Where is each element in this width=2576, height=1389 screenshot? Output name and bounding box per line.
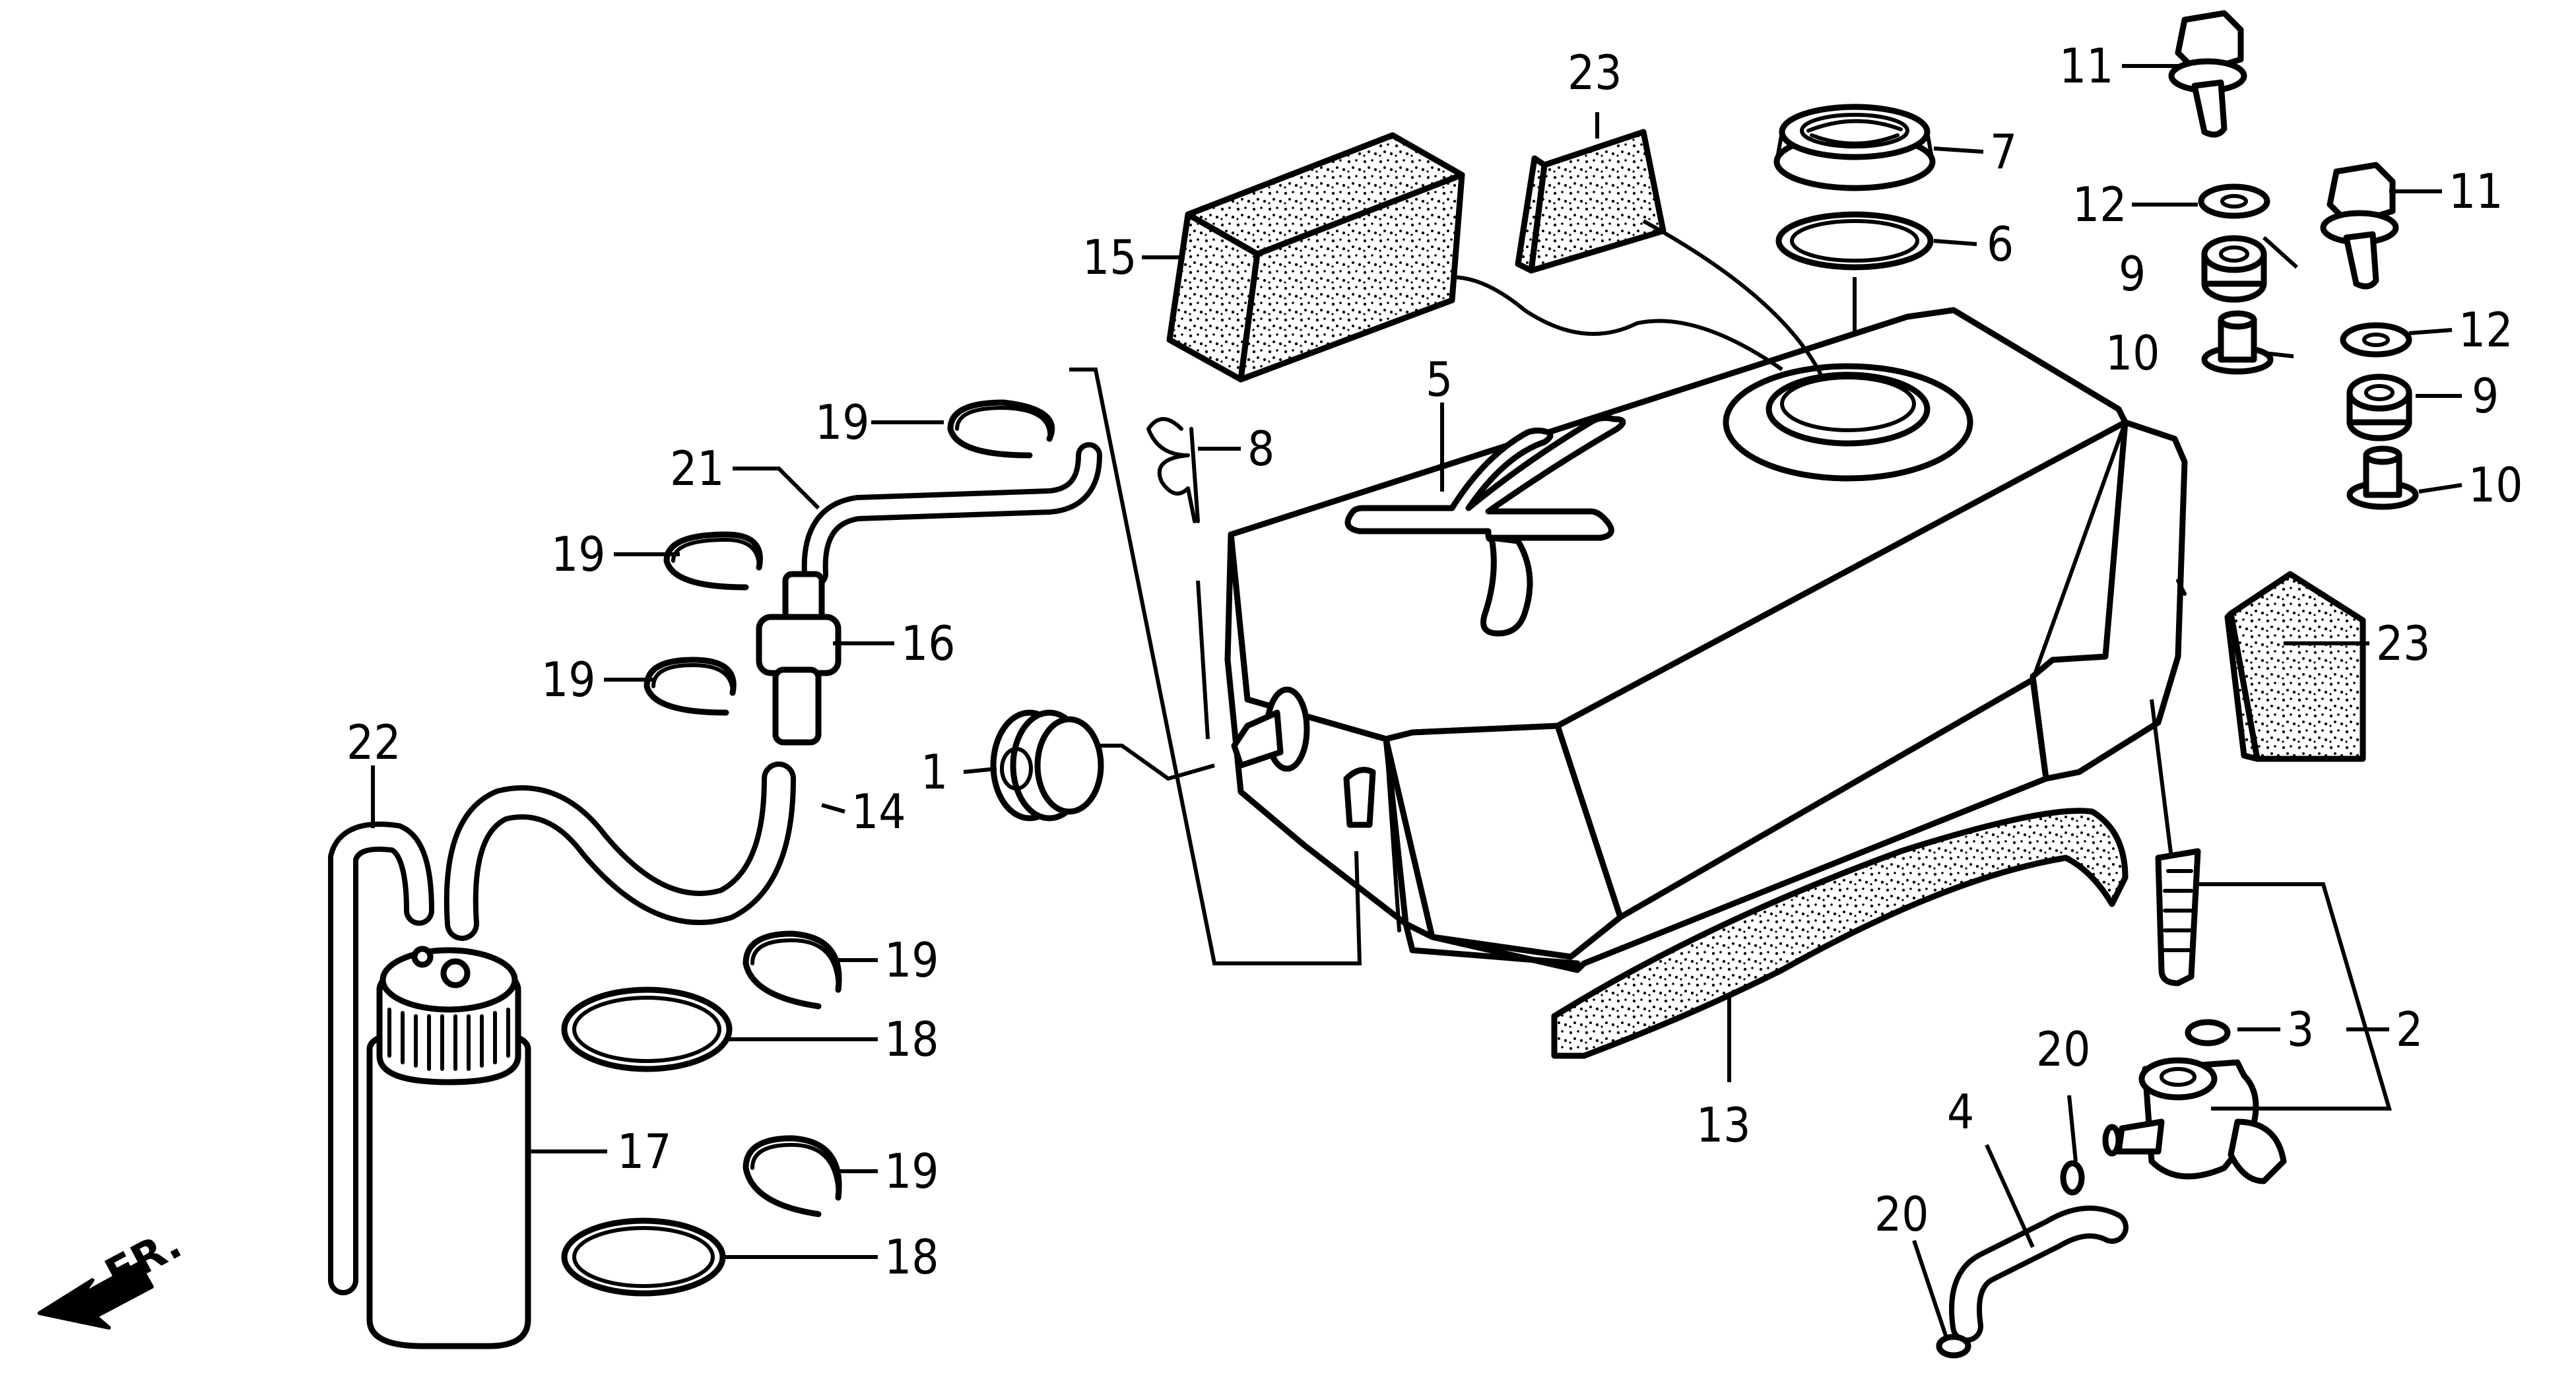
label-21: 21: [670, 441, 724, 496]
bolt-11-top: [2168, 10, 2247, 138]
label-13: 13: [1696, 1097, 1750, 1153]
label-7: 7: [1990, 124, 2017, 179]
label-8: 8: [1247, 421, 1274, 476]
label-9-left: 9: [2119, 246, 2146, 302]
label-20-lower: 20: [1874, 1186, 1929, 1242]
fuel-hose-4: [1949, 1206, 2129, 1343]
label-20-upper: 20: [2036, 1021, 2090, 1077]
foam-pad-23-top: [1515, 129, 1667, 274]
washer-12-left: [2198, 183, 2270, 219]
label-19-low-b: 19: [884, 1144, 939, 1199]
clip-19-low-a: [743, 930, 842, 1010]
label-19-top: 19: [815, 395, 869, 450]
collar-10-left: [2201, 310, 2274, 375]
label-11-right: 11: [2449, 164, 2503, 219]
leader-lines: [371, 64, 2462, 1340]
washer-12-right: [2340, 322, 2412, 358]
check-valve-16: [756, 571, 842, 746]
label-23-right: 23: [2376, 616, 2430, 671]
clip-19-low-b: [743, 1135, 842, 1217]
label-19-low-a: 19: [884, 932, 939, 988]
hose-21: [801, 442, 1102, 587]
label-12-left: 12: [2072, 177, 2127, 232]
label-10-left: 10: [2105, 325, 2160, 381]
label-4: 4: [1947, 1084, 1974, 1140]
cap-gasket-6: [1775, 211, 1934, 271]
label-12-right: 12: [2459, 302, 2513, 358]
label-18-upper: 18: [884, 1012, 939, 1067]
rubber-mount-9-right: [2346, 373, 2412, 441]
label-2: 2: [2396, 1002, 2423, 1057]
label-10-right: 10: [2468, 457, 2523, 513]
fuel-cap-7: [1773, 104, 1936, 191]
label-16: 16: [901, 616, 955, 671]
arrow-down-left-icon: [38, 1262, 154, 1330]
front-marker: FR.: [38, 1219, 189, 1330]
hose-22: [328, 822, 434, 1295]
rubber-mount-9-left: [2201, 235, 2267, 303]
label-19-mid-b: 19: [541, 652, 595, 707]
label-5: 5: [1426, 352, 1453, 407]
hose-clip-20-lower: [1936, 1334, 1971, 1359]
label-17: 17: [617, 1124, 671, 1179]
collar-10-right: [2346, 445, 2419, 510]
label-9-right: 9: [2472, 368, 2499, 424]
foam-pad-23-right: [2224, 571, 2366, 762]
label-19-mid-a: 19: [551, 527, 605, 582]
foam-block-15: [1166, 132, 1465, 383]
hose-clip-20-upper: [2060, 1160, 2085, 1196]
hose-clip-8: [1146, 417, 1200, 523]
label-14: 14: [851, 784, 906, 839]
band-clamp-18-lower: [561, 1217, 726, 1297]
fuel-tank-5: [1224, 307, 2188, 973]
part-labels: 1 2 3 4 5 6 7 8 9 9 10 10 11 11 12 12 13…: [347, 38, 2523, 1285]
hose-14: [444, 761, 796, 941]
bolt-11-right: [2320, 162, 2399, 290]
clip-19-mid-a: [663, 531, 763, 591]
grommet-1: [990, 709, 1104, 822]
clip-19-top: [947, 399, 1055, 459]
label-3: 3: [2287, 1002, 2314, 1057]
foam-strip-13: [1551, 808, 2129, 1059]
label-23-top: 23: [1568, 45, 1622, 100]
label-22: 22: [347, 715, 401, 770]
label-6: 6: [1987, 216, 2014, 272]
label-11-top: 11: [2059, 38, 2113, 94]
fuel-tap-2: [2102, 848, 2287, 1184]
catch-bottle-17: [366, 946, 531, 1349]
band-clamp-18-upper: [561, 986, 733, 1072]
label-15: 15: [1082, 230, 1137, 285]
label-1: 1: [921, 744, 948, 800]
clip-19-mid-b: [644, 657, 737, 716]
label-18-lower: 18: [884, 1229, 939, 1285]
